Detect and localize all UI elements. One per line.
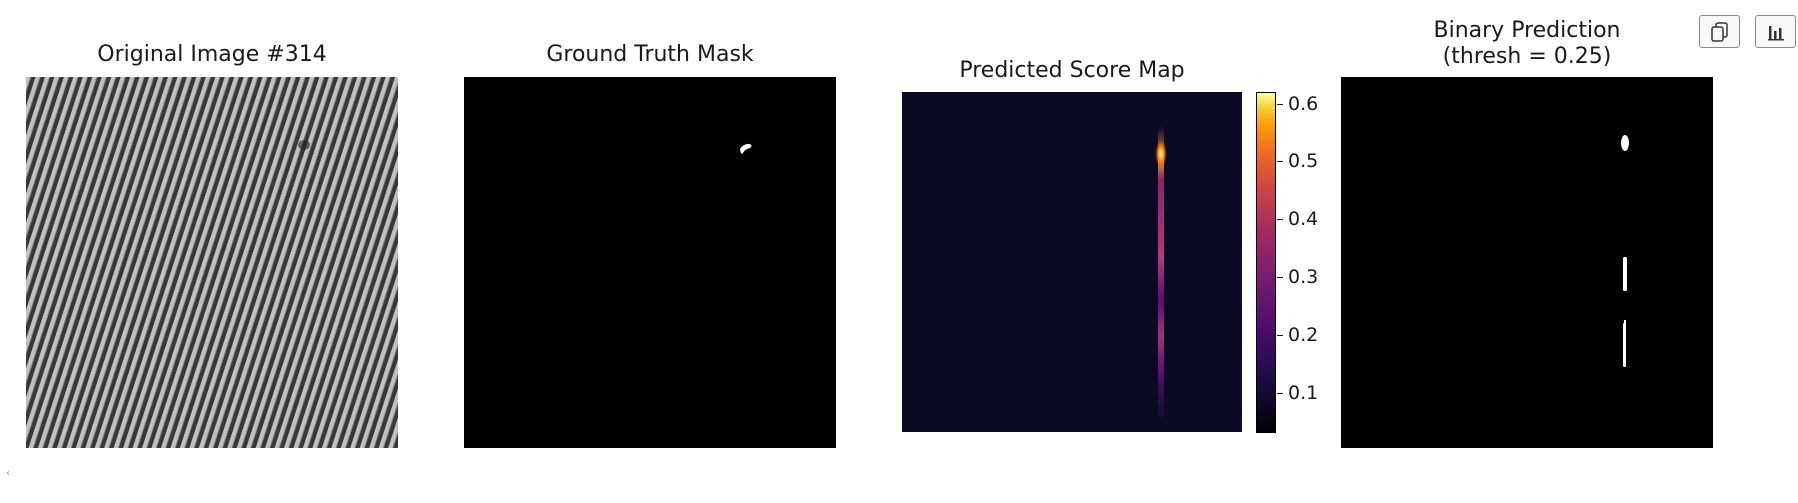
scroll-left-icon[interactable]: ‹ — [6, 468, 10, 479]
ground-truth-mask — [464, 77, 836, 448]
original-image — [26, 77, 398, 448]
original-image-texture — [26, 77, 398, 448]
colorbar-tick-label: 0.3 — [1288, 266, 1319, 288]
ground-truth-defect-blob — [740, 143, 752, 154]
colorbar-tick — [1277, 219, 1283, 220]
ground-truth-title: Ground Truth Mask — [546, 42, 754, 67]
score-map — [902, 92, 1242, 432]
score-streak — [1158, 127, 1164, 417]
colorbar-tick-label: 0.6 — [1288, 93, 1319, 115]
original-image-title: Original Image #314 — [97, 42, 327, 67]
score-hotspot — [1155, 140, 1167, 168]
binary-blob-top — [1621, 135, 1629, 151]
colorbar — [1256, 92, 1276, 433]
colorbar-tick — [1277, 335, 1283, 336]
colorbar-tick — [1277, 393, 1283, 394]
colorbar-tick — [1277, 161, 1283, 162]
binary-segment-middle — [1623, 257, 1627, 291]
score-map-heat — [902, 92, 1242, 432]
binary-prediction-canvas — [1621, 135, 1629, 367]
colorbar-gradient — [1257, 93, 1275, 432]
binary-prediction-title-line2: (thresh = 0.25) — [1442, 44, 1612, 69]
copy-icon — [1710, 21, 1728, 42]
colorbar-tick-label: 0.4 — [1288, 208, 1319, 230]
colorbar-tick — [1277, 277, 1283, 278]
copy-button[interactable] — [1699, 15, 1740, 48]
colorbar-tick-label: 0.1 — [1288, 382, 1319, 404]
colorbar-tick-label: 0.2 — [1288, 324, 1319, 346]
bar-chart-icon — [1767, 25, 1784, 40]
chart-button[interactable] — [1755, 15, 1796, 48]
binary-segment-lower — [1623, 323, 1626, 367]
ground-truth-mask-canvas — [740, 143, 752, 154]
binary-prediction — [1341, 77, 1713, 448]
colorbar-tick-label: 0.5 — [1288, 150, 1319, 172]
score-map-title: Predicted Score Map — [959, 58, 1185, 83]
colorbar-tick — [1277, 104, 1283, 105]
binary-prediction-title-line1: Binary Prediction — [1433, 18, 1621, 43]
